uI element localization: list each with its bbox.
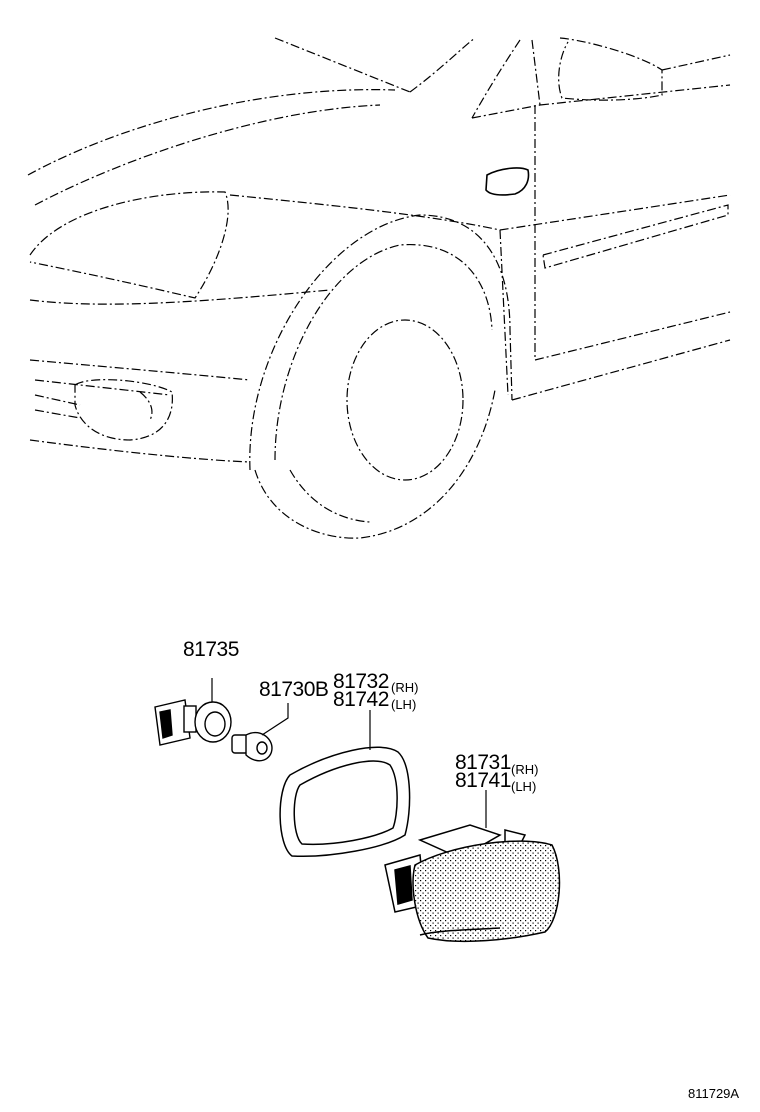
side-lh-label: (LH) [391, 697, 417, 712]
part-number-81731: 81731 [455, 751, 511, 774]
gasket-81732-81742 [279, 746, 411, 858]
side-lh-label-2: (LH) [511, 779, 537, 794]
car-outline [27, 37, 731, 539]
side-rh-label-2: (RH) [511, 762, 539, 777]
part-number-81735: 81735 [183, 638, 239, 661]
part-number-81732: 81732 [333, 670, 389, 693]
leader-lines [211, 678, 487, 828]
side-rh-label: (RH) [391, 680, 419, 695]
lamp-assy-81731-81741 [384, 824, 561, 943]
part-number-81730b: 81730B [259, 678, 329, 701]
diagram-reference: 811729A [688, 1086, 740, 1101]
socket-81735 [154, 699, 232, 746]
part-number-81742: 81742 [333, 688, 389, 711]
side-lamp-on-car [485, 167, 530, 196]
part-number-81741: 81741 [455, 769, 511, 792]
bulb-81730b [231, 731, 273, 762]
